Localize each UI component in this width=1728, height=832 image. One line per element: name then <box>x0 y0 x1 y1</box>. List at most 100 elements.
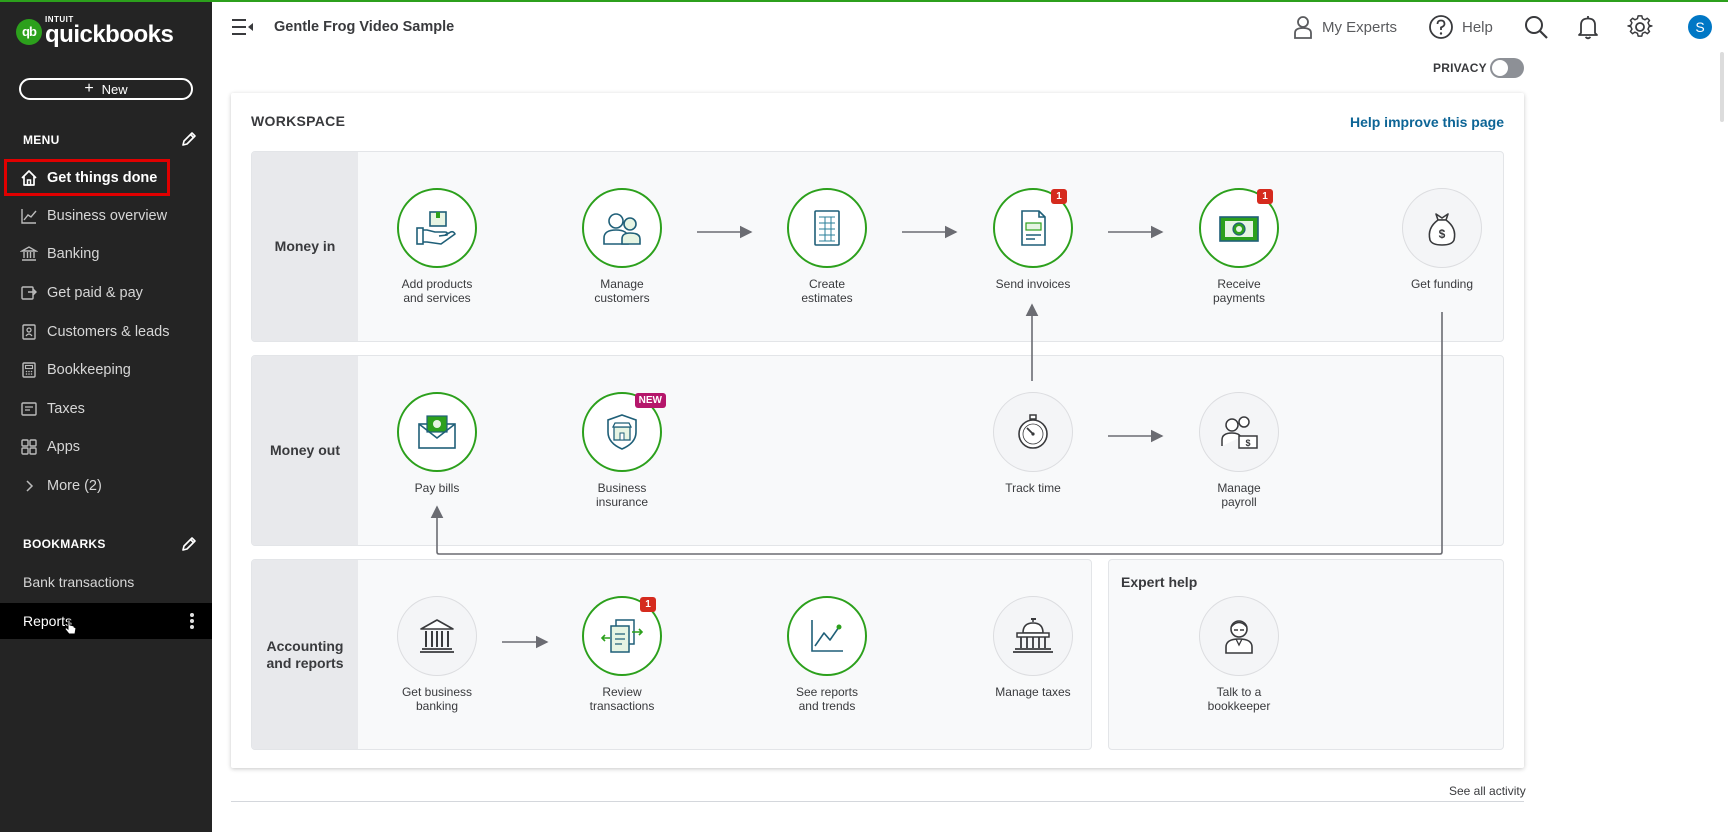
node-circle <box>397 596 477 676</box>
bill-envelope-icon <box>418 415 456 449</box>
edit-bookmarks-pencil-icon[interactable] <box>180 535 198 553</box>
sidebar-item-more[interactable]: More (2) <box>0 469 212 503</box>
node-label: Manage customers <box>594 277 650 305</box>
sidebar-item-get-paid-pay[interactable]: Get paid & pay <box>0 276 212 310</box>
sidebar-item-label: Taxes <box>47 401 85 417</box>
talk-to-bookkeeper-node[interactable]: Talk to a bookkeeper <box>1169 596 1309 713</box>
business-insurance-node[interactable]: NEW Business insurance <box>552 392 692 509</box>
capitol-icon <box>1013 618 1053 653</box>
mouse-cursor-icon <box>64 619 77 635</box>
edit-menu-pencil-icon[interactable] <box>180 130 198 148</box>
company-name: Gentle Frog Video Sample <box>274 19 455 35</box>
get-business-banking-node[interactable]: Get business banking <box>367 596 507 713</box>
notification-badge: 1 <box>1051 189 1067 204</box>
new-button-label: New <box>101 81 128 97</box>
collapse-menu-icon[interactable] <box>230 16 254 38</box>
user-avatar[interactable]: S <box>1688 15 1712 39</box>
sidebar-item-label: Get paid & pay <box>47 285 143 301</box>
sidebar-item-label: Bookkeeping <box>47 362 131 378</box>
manage-customers-node[interactable]: Manage customers <box>552 188 692 305</box>
transactions-icon <box>600 619 644 653</box>
see-all-activity-link[interactable]: See all activity <box>1449 784 1526 798</box>
bookmark-label: Bank transactions <box>23 574 135 590</box>
shield-store-icon <box>607 414 637 450</box>
payroll-people-icon: $ <box>1221 416 1258 449</box>
pay-bills-node[interactable]: Pay bills <box>367 392 507 495</box>
sidebar-item-taxes[interactable]: Taxes <box>0 392 212 426</box>
settings-gear-icon[interactable] <box>1627 14 1653 40</box>
bookkeeper-icon <box>1225 620 1253 654</box>
get-funding-node[interactable]: $ Get funding <box>1372 188 1512 291</box>
estimate-sheet-icon <box>814 210 840 246</box>
active-item-highlight <box>4 159 170 196</box>
node-label: Manage taxes <box>995 685 1071 699</box>
receive-payments-node[interactable]: 1 Receive payments <box>1169 188 1309 305</box>
calculator-icon <box>20 361 38 379</box>
money-out-label: Money out <box>252 356 358 545</box>
sidebar-item-business-overview[interactable]: Business overview <box>0 199 212 233</box>
bookmark-options-kebab-icon[interactable] <box>190 613 194 629</box>
logo-mark: qb <box>16 18 42 45</box>
sidebar-item-customers-leads[interactable]: Customers & leads <box>0 315 212 349</box>
help-improve-link[interactable]: Help improve this page <box>1349 114 1504 130</box>
sidebar-item-label: Customers & leads <box>47 324 170 340</box>
top-bar: Gentle Frog Video Sample My Experts Help… <box>212 0 1728 52</box>
manage-taxes-node[interactable]: Manage taxes <box>963 596 1103 699</box>
svg-text:$: $ <box>1439 227 1446 241</box>
sidebar-item-label: Business overview <box>47 208 168 224</box>
money-in-label: Money in <box>252 152 358 341</box>
node-label: Send invoices <box>995 277 1071 291</box>
node-circle <box>787 188 867 268</box>
help-label: Help <box>1462 18 1493 36</box>
people-icon <box>603 213 641 245</box>
sidebar-item-apps[interactable]: Apps <box>0 430 212 464</box>
bookmark-reports[interactable]: Reports <box>0 603 212 639</box>
expert-help-panel: Expert help <box>1108 559 1504 750</box>
sidebar: qb INTUIT quickbooks + New MENU Get thin… <box>0 0 212 832</box>
money-bag-icon: $ <box>1428 213 1456 246</box>
sidebar-item-label: Banking <box>47 246 100 262</box>
node-circle <box>993 392 1073 472</box>
manage-payroll-node[interactable]: $ Manage payroll <box>1169 392 1309 509</box>
add-products-services-node[interactable]: Add products and services <box>367 188 507 305</box>
my-experts-button[interactable]: My Experts <box>1292 14 1397 40</box>
node-label: Get business banking <box>401 685 473 713</box>
bookmarks-heading: BOOKMARKS <box>23 537 106 551</box>
send-invoices-node[interactable]: 1 Send invoices <box>963 188 1103 291</box>
page-scrollbar[interactable] <box>1720 52 1724 122</box>
bank-building-icon <box>420 619 454 653</box>
track-time-node[interactable]: Track time <box>963 392 1103 495</box>
sidebar-item-bookkeeping[interactable]: Bookkeeping <box>0 353 212 387</box>
node-circle <box>993 596 1073 676</box>
node-label: Get funding <box>1410 277 1474 291</box>
notification-badge: 1 <box>1257 189 1273 204</box>
review-transactions-node[interactable]: 1 Review transactions <box>552 596 692 713</box>
search-icon[interactable] <box>1523 14 1549 40</box>
node-circle <box>397 188 477 268</box>
node-label: Track time <box>1005 481 1061 495</box>
node-circle <box>397 392 477 472</box>
privacy-label: PRIVACY <box>1433 61 1487 75</box>
privacy-toggle[interactable] <box>1490 58 1524 78</box>
create-estimates-node[interactable]: Create estimates <box>757 188 897 305</box>
workspace-title: WORKSPACE <box>251 113 346 129</box>
quickbooks-logo[interactable]: qb INTUIT quickbooks <box>16 15 174 47</box>
logo-intuit-text: INTUIT <box>45 15 74 24</box>
contacts-icon <box>20 323 38 341</box>
node-label: Add products and services <box>401 277 473 305</box>
see-reports-trends-node[interactable]: See reports and trends <box>757 596 897 713</box>
sidebar-item-banking[interactable]: Banking <box>0 237 212 271</box>
node-circle: 1 <box>993 188 1073 268</box>
plus-icon: + <box>84 80 94 97</box>
cash-icon <box>1219 216 1259 242</box>
invoice-icon <box>1021 210 1046 246</box>
notifications-bell-icon[interactable] <box>1575 14 1601 40</box>
help-button[interactable]: Help <box>1428 14 1493 40</box>
new-button[interactable]: + New <box>19 78 193 100</box>
node-circle <box>582 188 662 268</box>
bank-icon <box>20 245 38 263</box>
sidebar-item-get-things-done[interactable]: Get things done <box>0 161 212 195</box>
node-circle: NEW <box>582 392 666 472</box>
chart-line-icon <box>20 207 38 225</box>
bookmark-bank-transactions[interactable]: Bank transactions <box>0 564 212 600</box>
